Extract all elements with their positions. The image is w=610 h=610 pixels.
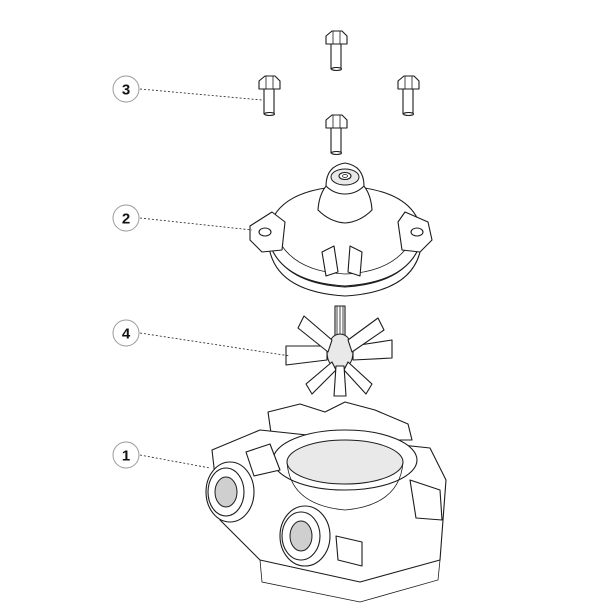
cover-part <box>249 162 433 297</box>
bolt-left <box>258 75 281 117</box>
leader-line-4 <box>139 332 291 357</box>
callout-label: 4 <box>122 326 131 343</box>
leader-line-2 <box>139 217 253 231</box>
bolt-right <box>397 75 420 117</box>
callout-4: 4 <box>112 319 140 347</box>
callout-2: 2 <box>112 204 140 232</box>
leader-line-1 <box>139 454 211 469</box>
callout-label: 1 <box>122 448 130 465</box>
callout-1: 1 <box>112 441 140 469</box>
callout-label: 3 <box>122 82 130 99</box>
leader-line-3 <box>139 88 263 101</box>
bolt-top <box>325 30 348 72</box>
callout-label: 2 <box>122 211 130 228</box>
bolt-front <box>325 114 348 156</box>
valve-body-part <box>205 401 447 603</box>
callout-3: 3 <box>112 75 140 103</box>
impeller-part <box>285 305 393 397</box>
